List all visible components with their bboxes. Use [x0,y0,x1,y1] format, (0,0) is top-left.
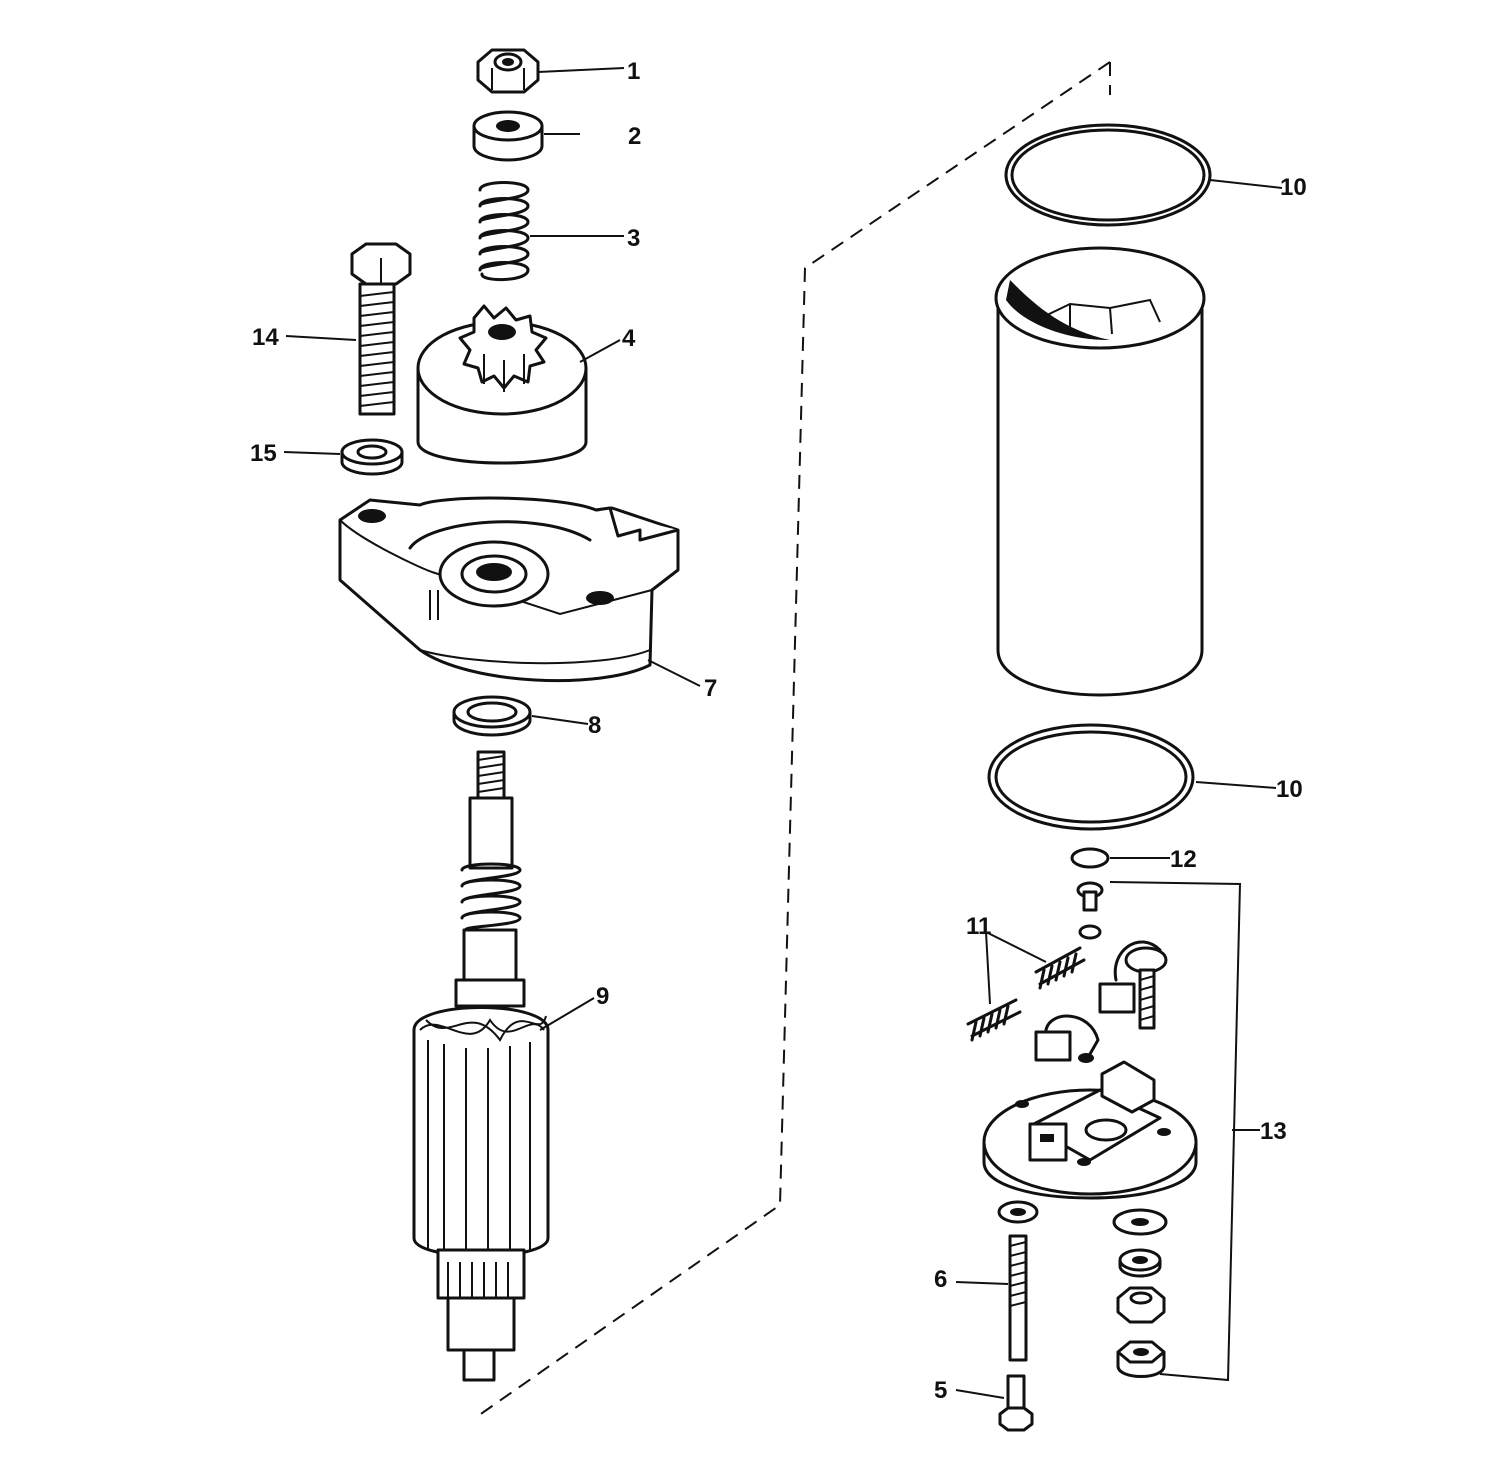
part-10-o-ring-top [1004,123,1212,227]
part-13-washer-1 [1112,1208,1168,1236]
callout-9: 9 [596,983,609,1010]
part-13-screw [1076,881,1104,940]
part-7-end-frame [338,496,680,683]
part-4-drive-pinion [416,304,588,465]
leader-lines [283,67,1283,1399]
callout-8: 8 [588,712,601,739]
callout-1: 1 [627,58,640,85]
part-15-washer [340,438,404,476]
part-13-brush-plate [982,1060,1198,1200]
callout-7: 7 [704,675,717,702]
part-13-washer-2 [1118,1248,1162,1278]
callout-4: 4 [622,325,636,352]
assembly-dashed-line [474,61,1111,1419]
part-14-bolt [350,242,412,416]
callout-2: 2 [628,123,641,150]
callout-14: 14 [252,324,279,351]
callout-12: 12 [1170,846,1197,873]
part-12-cap [1070,847,1110,869]
callout-10-top: 10 [1280,174,1307,201]
part-8-thrust-washer [452,695,532,737]
callout-labels: 1 2 3 4 5 6 7 8 9 10 10 11 12 13 14 15 [250,58,1307,1404]
part-13-brush-leads [1034,940,1168,1063]
callout-11: 11 [966,913,991,940]
part-10-o-ring-bottom [987,723,1195,831]
callout-5: 5 [934,1377,947,1404]
part-13-lock-nut [1116,1340,1166,1378]
callout-13: 13 [1260,1118,1287,1145]
part-13-nut [1116,1286,1166,1324]
callout-10-bottom: 10 [1276,776,1303,803]
part-6-stud [997,1200,1039,1362]
callout-3: 3 [627,225,640,252]
part-11-brush-springs [966,946,1086,1042]
part-5-screw [998,1374,1034,1432]
part-3-spring [478,181,530,282]
part-9-armature [412,750,550,1382]
part-1-lock-nut [476,48,540,94]
part-2-spacer [472,110,544,162]
callout-15: 15 [250,440,277,467]
field-frame-housing [994,246,1206,697]
callout-6: 6 [934,1266,947,1293]
